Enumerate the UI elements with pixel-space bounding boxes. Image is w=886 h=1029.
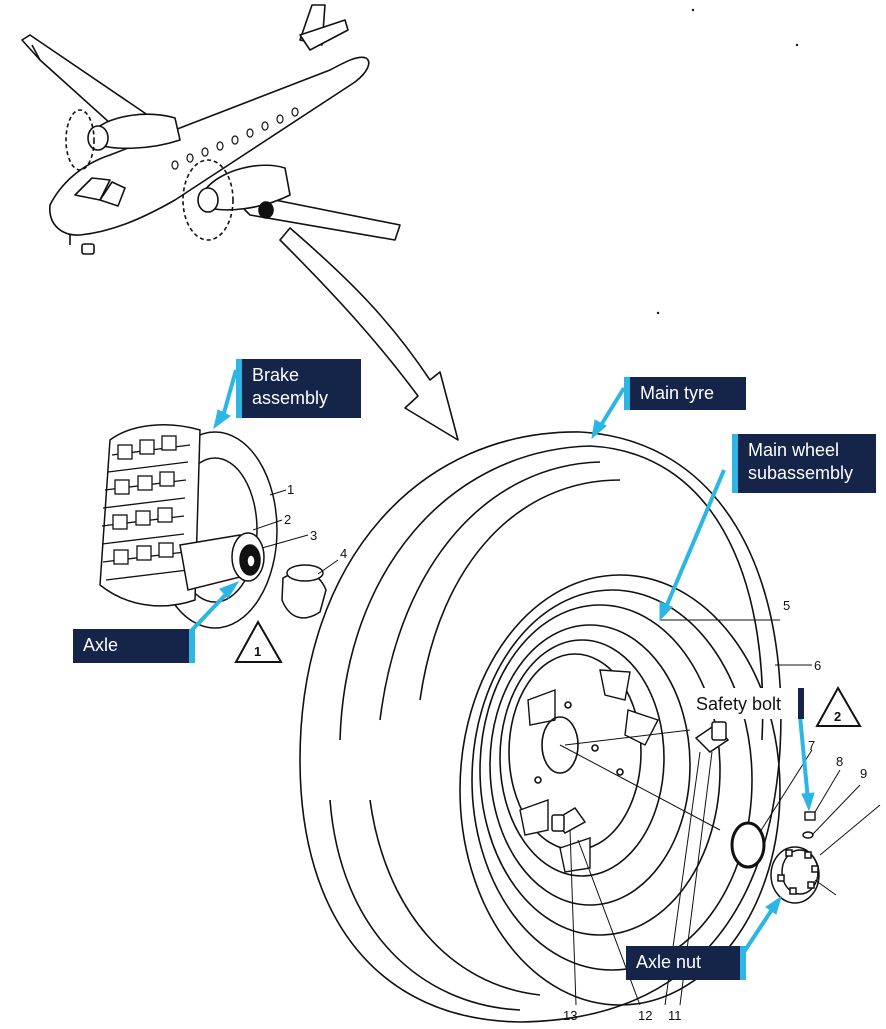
part-number-2: 2 bbox=[284, 512, 291, 527]
callout-brake-assembly: Brake assembly bbox=[236, 359, 361, 418]
note-2-number: 2 bbox=[834, 709, 841, 724]
axle-nut-part bbox=[770, 846, 837, 904]
callout-main-tyre: Main tyre bbox=[624, 377, 746, 410]
axle-bolt-part bbox=[551, 807, 587, 834]
note-1-number: 1 bbox=[254, 644, 261, 659]
part-number-5: 5 bbox=[783, 598, 790, 613]
callout-safety-bolt: Safety bolt bbox=[688, 688, 804, 719]
part-number-6: 6 bbox=[814, 658, 821, 673]
part-number-3: 3 bbox=[310, 528, 317, 543]
callout-axle: Axle bbox=[73, 629, 195, 663]
part-number-1: 1 bbox=[287, 482, 294, 497]
part-number-labels: 1 2 3 4 5 6 7 8 9 11 12 13 bbox=[284, 482, 867, 1023]
part-number-13: 13 bbox=[563, 1008, 577, 1023]
safety-bolt-part bbox=[694, 721, 730, 753]
part-number-9: 9 bbox=[860, 766, 867, 781]
part-number-7: 7 bbox=[808, 738, 815, 753]
callout-arrows bbox=[190, 369, 815, 978]
callout-main-wheel-subassembly: Main wheel subassembly bbox=[732, 434, 876, 493]
main-tyre-illustration bbox=[299, 431, 812, 1023]
note-triangle-2 bbox=[815, 685, 862, 727]
zoom-arrow bbox=[279, 227, 459, 441]
part-number-8: 8 bbox=[836, 754, 843, 769]
washer-ring-part bbox=[730, 821, 766, 869]
aircraft-illustration bbox=[21, 4, 401, 255]
brake-assembly-illustration bbox=[99, 424, 339, 629]
part-number-4: 4 bbox=[340, 546, 347, 561]
note-triangle-1 bbox=[234, 619, 283, 663]
part-number-11: 11 bbox=[668, 1008, 682, 1023]
callout-axle-nut: Axle nut bbox=[626, 946, 746, 980]
part-number-12: 12 bbox=[638, 1008, 652, 1023]
